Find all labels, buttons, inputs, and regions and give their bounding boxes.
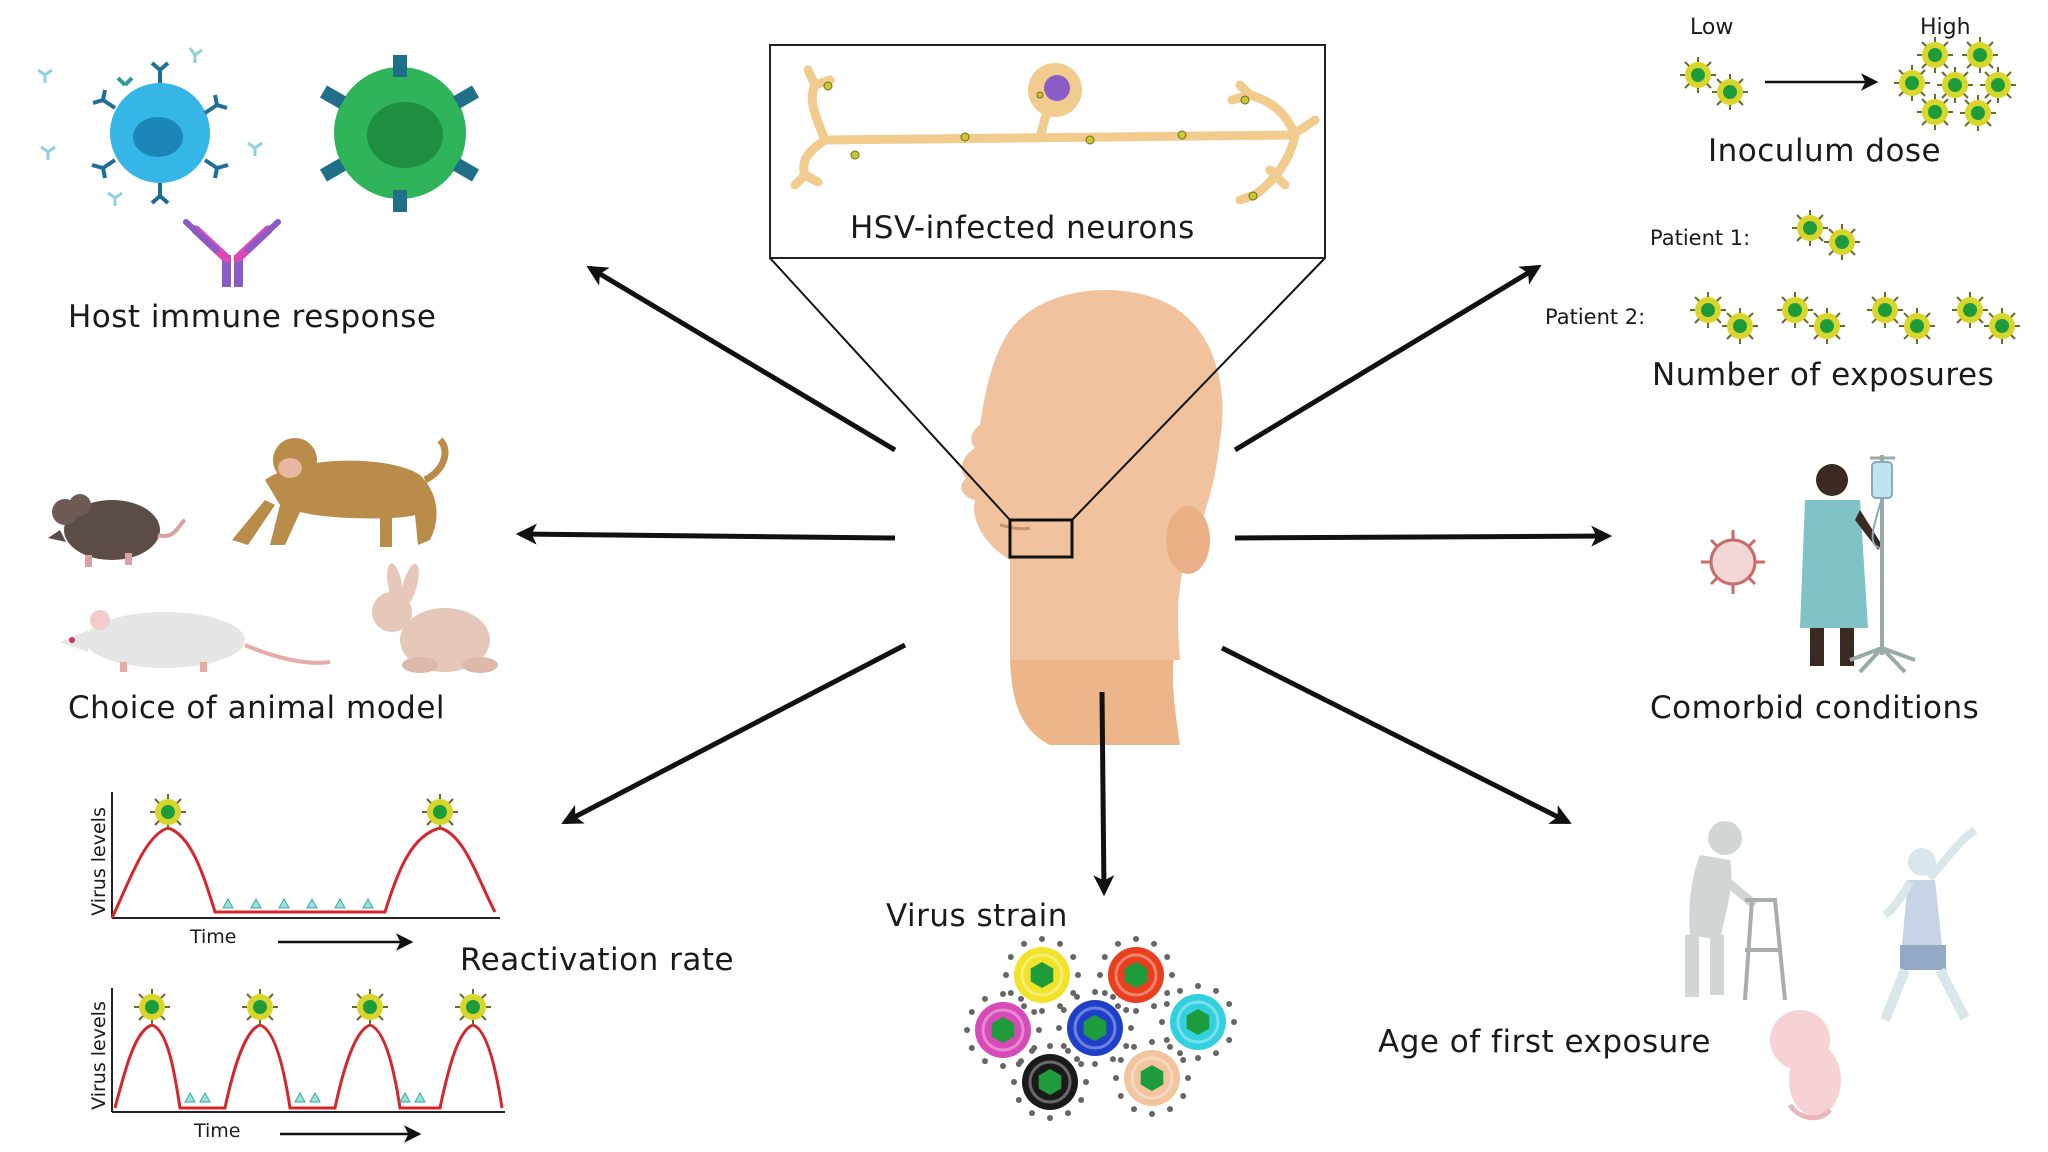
- zoom-box: [1008, 518, 1074, 559]
- mouse-icon: [48, 494, 187, 567]
- plot-low-ylabel: Virus levels: [87, 807, 110, 916]
- stretching-person-icon: [1880, 826, 1978, 1022]
- virus-strain-particle: [964, 991, 1042, 1069]
- virus-strain-particle: [1003, 936, 1081, 1014]
- inoculum-low-label: Low: [1690, 15, 1734, 40]
- zoom-line-right: [1071, 257, 1326, 521]
- arrows: [515, 264, 1613, 897]
- immune-cells-icon: [37, 47, 480, 287]
- human-head: [961, 290, 1223, 745]
- virus-strains-icon: [964, 936, 1237, 1121]
- plot-low-xlabel: Time: [190, 926, 237, 948]
- label-exposures: Number of exposures: [1652, 357, 1995, 393]
- curve-high: [113, 1023, 504, 1110]
- virus-strain-particle: [1011, 1043, 1089, 1121]
- antibody-icon: [183, 219, 281, 287]
- virus-strain-particle: [1159, 983, 1237, 1061]
- virus-strain-particle: [1097, 936, 1175, 1014]
- virus-strain-particle: [1056, 989, 1134, 1067]
- arrow-reactivation: [561, 642, 907, 825]
- arrow-comorbid: [1234, 525, 1613, 547]
- iv-stand-icon: [1849, 455, 1916, 674]
- walker-icon: [1743, 898, 1787, 1001]
- label-animal-model: Choice of animal model: [68, 690, 446, 726]
- patient-1-label: Patient 1:: [1650, 226, 1751, 250]
- plot-high-xlabel: Time: [194, 1120, 241, 1142]
- virus-strain-particle: [1113, 1039, 1191, 1117]
- arrow-virus-strain: [1093, 691, 1115, 897]
- rabbit-icon: [372, 563, 498, 673]
- neuron-icon: [790, 65, 1320, 205]
- label-virus-strain: Virus strain: [886, 898, 1068, 934]
- label-inoculum: Inoculum dose: [1708, 133, 1942, 169]
- zoom-line-left: [769, 257, 1011, 521]
- patient-2-label: Patient 2:: [1545, 305, 1646, 329]
- pathogen-icon: [1701, 530, 1765, 594]
- label-host-immune: Host immune response: [68, 299, 437, 335]
- b-cell-icon: [91, 61, 229, 205]
- rat-icon: [60, 610, 331, 672]
- virus-icon: [421, 793, 459, 831]
- curve-low: [110, 826, 497, 919]
- fetus-icon: [1770, 1010, 1841, 1121]
- elderly-walker-icon: [1685, 821, 1758, 997]
- inoculum-icon: [1679, 36, 2017, 132]
- arrow-exposures: [1233, 264, 1542, 453]
- reactivation-plot-high: [111, 988, 505, 1143]
- arrow-host-immune: [586, 265, 897, 453]
- label-age-exposure: Age of first exposure: [1378, 1024, 1711, 1060]
- comorbid-icon: [1701, 455, 1916, 674]
- label-comorbid: Comorbid conditions: [1650, 690, 1980, 726]
- virus-icon: [149, 793, 187, 831]
- t-cell-icon: [319, 55, 480, 212]
- label-reactivation: Reactivation rate: [460, 942, 735, 978]
- neuron-panel: [769, 44, 1326, 259]
- plot-high-ylabel: Virus levels: [87, 1001, 110, 1110]
- patient-icon: [1800, 464, 1882, 666]
- monkey-icon: [232, 437, 449, 547]
- arrow-age-exposure: [1220, 645, 1572, 825]
- inoculum-high-label: High: [1920, 15, 1971, 40]
- age-exposure-icon: [1685, 821, 1978, 1121]
- neuron-label: HSV-infected neurons: [850, 210, 1195, 246]
- reactivation-plot-low: [110, 792, 500, 951]
- arrow-animal-model: [515, 523, 896, 545]
